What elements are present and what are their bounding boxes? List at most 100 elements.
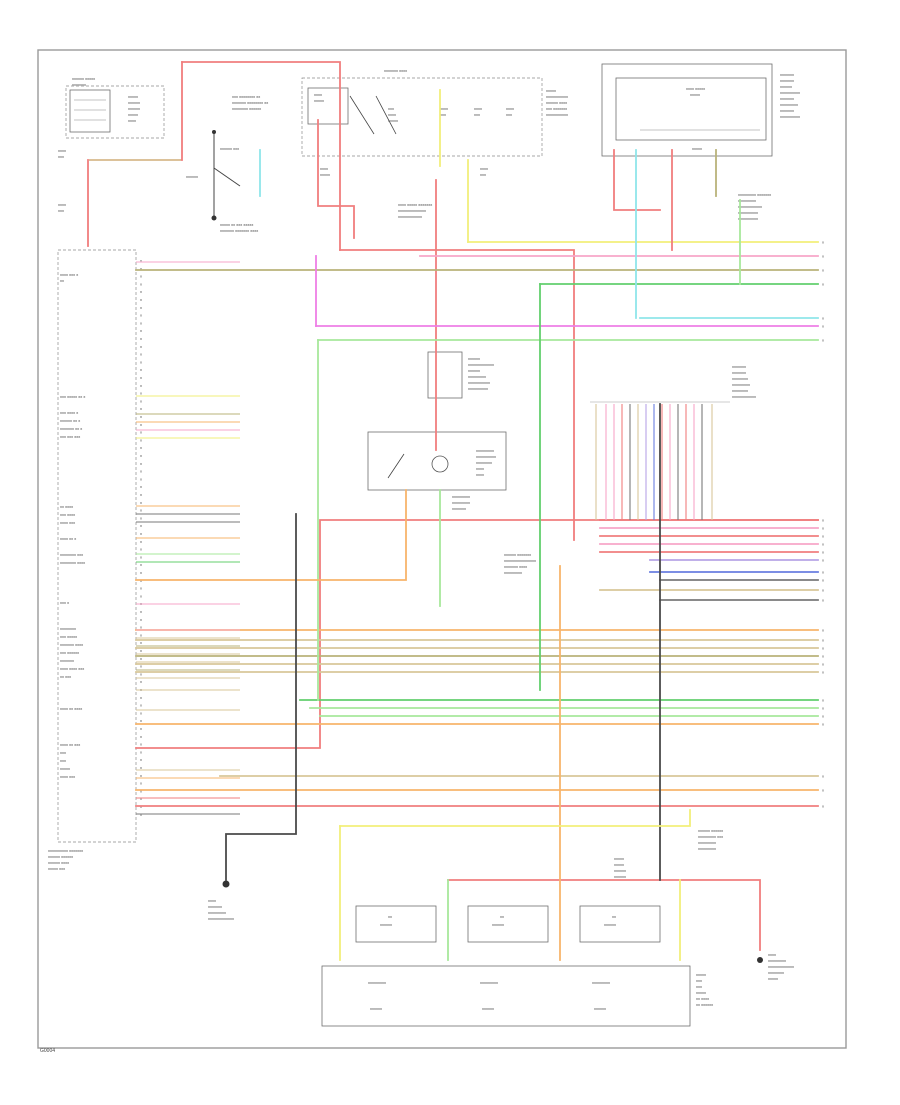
svg-text:xxxx: xxxx: [320, 166, 328, 171]
ecm-pin-label: x: [140, 757, 142, 762]
right-pin-label: x: [822, 570, 824, 575]
svg-text:xxxxxxxxx: xxxxxxxxx: [368, 980, 386, 985]
svg-text:xxxx: xxxx: [208, 898, 216, 903]
ecm-pin-label: x: [140, 742, 142, 747]
ecm-pin-label: x: [140, 625, 142, 630]
right-pin-label: x: [822, 706, 824, 711]
svg-text:xxxxxxxxx: xxxxxxxxx: [468, 374, 486, 379]
ecm-pin-label: x: [140, 523, 142, 528]
right-pin-label: x: [822, 646, 824, 651]
right-pin-label: x: [822, 542, 824, 547]
ecm-pin-label: x: [140, 695, 142, 700]
svg-text:xxxxx: xxxxx: [696, 990, 706, 995]
wire-harness: [87, 61, 819, 961]
ecm-pin-label: x: [140, 320, 142, 325]
svg-text:xxxxxxxx: xxxxxxxx: [60, 626, 76, 631]
svg-text:xxxxx xxx: xxxxx xxx: [48, 866, 65, 871]
ecm-pin-label: x: [140, 500, 142, 505]
upper-right-module: xxxx xxxxx xxxxx xxxxx xxxxxxx xxxxxxx x…: [601, 63, 800, 157]
svg-text:xxxxxxx: xxxxxxx: [780, 96, 794, 101]
ecm-pin-label: x: [140, 648, 142, 653]
svg-text:xxxxxxxxxxx: xxxxxxxxxxx: [546, 112, 568, 117]
ecm-pin-label: x: [140, 547, 142, 552]
svg-text:xxxxxxxxxxxxxxxx: xxxxxxxxxxxxxxxx: [504, 558, 536, 563]
svg-text:xxxxxxx: xxxxxxx: [780, 108, 794, 113]
svg-text:xxxxx: xxxxx: [314, 98, 324, 103]
svg-text:xxxxxxxxx xxx: xxxxxxxxx xxx: [698, 834, 723, 839]
svg-text:xxxxxxx: xxxxxxx: [452, 506, 466, 511]
svg-text:xxxxxxxxxxxx: xxxxxxxxxxxx: [732, 394, 756, 399]
ecm-pin-label: x: [140, 336, 142, 341]
svg-text:xxxx xxxxx: xxxx xxxxx: [686, 86, 705, 91]
svg-text:xxxxxx xxxxx: xxxxxx xxxxx: [72, 76, 95, 81]
svg-text:xxxxxx xxxx: xxxxxx xxxx: [546, 100, 567, 105]
ecm-pin-label: x: [140, 609, 142, 614]
ecm-pin-label: x: [140, 352, 142, 357]
svg-text:xxxxx: xxxxx: [128, 94, 138, 99]
ecm-pin-label: x: [140, 586, 142, 591]
ecm-pin-label: x: [140, 492, 142, 497]
ecm-pin-label: x: [140, 453, 142, 458]
svg-text:xxxxxxxx: xxxxxxxx: [732, 388, 748, 393]
svg-text:xxxxxx: xxxxxx: [614, 874, 626, 879]
svg-text:xxxxx: xxxxx: [614, 856, 624, 861]
right-pin-label: x: [822, 550, 824, 555]
svg-text:xxx: xxx: [58, 208, 64, 213]
diagram-frame: [37, 49, 847, 1049]
ecm-pin-label: x: [140, 539, 142, 544]
svg-text:xxxxxxxxxx xxxxxxx: xxxxxxxxxx xxxxxxx: [48, 848, 83, 853]
ecm-pin-label: x: [140, 274, 142, 279]
svg-text:xxxx xx xxxx: xxxx xx xxxx: [60, 706, 82, 711]
svg-text:xxxxxx: xxxxxx: [380, 922, 392, 927]
svg-text:xxxxxxxxx: xxxxxxxxx: [698, 840, 716, 845]
svg-text:xx: xx: [500, 914, 504, 919]
right-pin-label: x: [822, 638, 824, 643]
right-pin-label: x: [822, 788, 824, 793]
ecm-pin-label: x: [140, 476, 142, 481]
ecm-pin-label: x: [140, 640, 142, 645]
ecm-pin-label: x: [140, 796, 142, 801]
ecm-pin-label: x: [140, 281, 142, 286]
svg-text:xxxx xx xxx: xxxx xx xxx: [60, 742, 80, 747]
wire-yellow-826: [339, 809, 691, 827]
svg-text:xxxxx: xxxxx: [546, 88, 556, 93]
svg-text:xxxxxxx: xxxxxxx: [208, 904, 222, 909]
ecm-pin-label: x: [140, 710, 142, 715]
svg-text:xx: xx: [612, 914, 616, 919]
svg-text:xxxx: xxxx: [388, 112, 396, 117]
svg-text:xxxxxx: xxxxxx: [492, 922, 504, 927]
relay-module: xxxxxxxxx xxxxxxxxxx xxxxxxxx xxxx xxxx …: [367, 431, 507, 511]
svg-text:xxx xxxxxxx: xxx xxxxxxx: [546, 106, 567, 111]
ecm-pin-label: x: [140, 422, 142, 427]
fuse-module-center: xxxxxx xxxxxxxxxxxxx xxxxxx xxxxxxxxx xx…: [427, 351, 494, 399]
svg-text:xxxxxxx xxxx: xxxxxxx xxxx: [384, 68, 407, 73]
svg-text:xxxxxxx xxxx: xxxxxxx xxxx: [504, 564, 527, 569]
ecm-pin-label: x: [140, 632, 142, 637]
svg-text:xxxxxxxxxx: xxxxxxxxxx: [780, 90, 800, 95]
svg-text:xxxxx: xxxxx: [768, 976, 778, 981]
svg-text:xxxxxx xxxxxxx: xxxxxx xxxxxxx: [504, 552, 531, 557]
svg-text:xxxxxx xxx: xxxxxx xxx: [220, 146, 239, 151]
ecm-pin-label: x: [140, 617, 142, 622]
wire-red-fuse-panel: [317, 119, 355, 239]
svg-text:xxxxx: xxxxx: [692, 146, 702, 151]
svg-text:xxxxxxxxxx: xxxxxxxxxx: [780, 114, 800, 119]
footer-code: G0004: [40, 1048, 55, 1054]
svg-text:xxxxx: xxxxx: [128, 112, 138, 117]
ecm-pin-label: x: [140, 266, 142, 271]
svg-text:xxxxxx xx x: xxxxxx xx x: [60, 418, 80, 423]
svg-text:xxxxxxxxxx: xxxxxxxxxx: [738, 210, 758, 215]
svg-text:xxxxxx: xxxxxx: [370, 1006, 382, 1011]
svg-text:xxxx xxxx xxx: xxxx xxxx xxx: [60, 666, 84, 671]
svg-text:xxxx xxx x: xxxx xxx x: [60, 272, 78, 277]
ecm-pin-label: x: [140, 484, 142, 489]
svg-text:xxx xxxx: xxx xxxx: [60, 512, 75, 517]
ecm-pin-label: x: [140, 515, 142, 520]
relay-switch: xxx xxxxxxxx xx xxxxxxx xxxxxxxx xx xxxx…: [186, 94, 268, 233]
svg-text:xx: xx: [388, 914, 392, 919]
ecm-pin-label: x: [140, 391, 142, 396]
svg-text:xx xxx: xx xxx: [60, 674, 71, 679]
svg-text:xxxx: xxxx: [314, 92, 322, 97]
svg-text:xxxx xxxxx xxxxxxx: xxxx xxxxx xxxxxxx: [398, 202, 432, 207]
